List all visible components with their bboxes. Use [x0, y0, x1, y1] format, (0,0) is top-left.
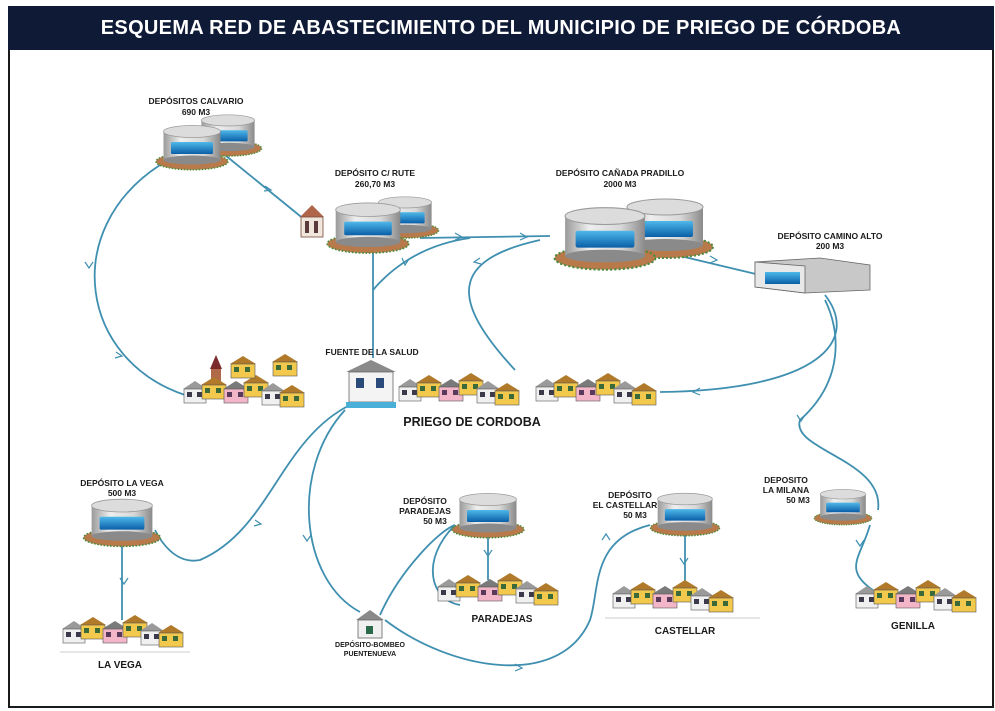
town-la-vega: LA VEGA	[60, 615, 190, 671]
town-la-vega-label: LA VEGA	[98, 660, 142, 671]
pipe-bombeo-castellar	[384, 524, 651, 667]
tank-milana-name2: LA MILANA	[763, 485, 809, 495]
tank-la-vega-capacity: 500 M3	[108, 488, 137, 498]
tank-castellar: DEPÓSITO EL CASTELLAR 50 M3	[593, 489, 721, 537]
town-genilla-label: GENILLA	[891, 621, 935, 632]
tank-milana-name1: DEPOSITO	[764, 475, 808, 485]
tank-rute-name: DEPÓSITO C/ RUTE	[335, 167, 415, 178]
tank-paradejas-capacity: 50 M3	[423, 516, 447, 526]
fuente-label: FUENTE DE LA SALUD	[325, 347, 418, 357]
flow-arrow	[601, 532, 611, 541]
town-castellar-label: CASTELLAR	[655, 626, 716, 637]
tank-paradejas: DEPÓSITO PARADEJAS 50 M3	[399, 492, 525, 539]
pipe-fuente-lavega	[154, 404, 351, 562]
tank-canada-name: DEPÓSITO CAÑADA PRADILLO	[556, 167, 685, 178]
flow-arrow	[709, 255, 719, 264]
flow-arrow	[454, 232, 464, 241]
tank-camino-alto-name: DEPÓSITO CAMINO ALTO	[778, 230, 883, 241]
tank-paradejas-name1: DEPÓSITO	[403, 495, 447, 506]
tank-camino-alto-capacity: 200 M3	[816, 241, 845, 251]
flow-arrow	[263, 185, 273, 192]
tank-calvario: DEPÓSITOS CALVARIO 690 M3	[149, 95, 263, 171]
tank-rute: DEPÓSITO C/ RUTE 260,70 M3	[300, 167, 440, 254]
flow-arrow	[679, 557, 689, 566]
flow-arrow	[401, 257, 410, 267]
flow-arrow	[483, 549, 493, 558]
title-banner: ESQUEMA RED DE ABASTECIMIENTO DEL MUNICI…	[8, 6, 994, 50]
pipe-milana-genilla	[855, 524, 881, 596]
fuente-building	[346, 360, 396, 408]
flow-arrow	[253, 519, 263, 527]
pipe-calvario-rute	[224, 154, 306, 221]
pipe-bombeo-paradejas-loop	[431, 524, 461, 606]
pipe-bombeo-paradejas	[379, 524, 456, 616]
tank-castellar-capacity: 50 M3	[623, 510, 647, 520]
bombeo-label-1: DEPÓSITO-BOMBEO	[335, 640, 405, 649]
town-paradejas: PARADEJAS	[437, 573, 559, 625]
pipe-fuente-bombeo	[308, 409, 361, 613]
bombeo-label-2: PUENTENUEVA	[344, 651, 396, 658]
flow-arrow	[119, 577, 129, 586]
pipe-camino-milana	[798, 299, 879, 511]
pipe-rute-canada	[419, 235, 551, 239]
flow-arrow	[114, 351, 124, 359]
town-genilla: GENILLA	[855, 580, 977, 632]
flow-arrow	[472, 257, 482, 265]
flow-arrow	[691, 387, 701, 396]
tank-calvario-capacity: 690 M3	[182, 107, 211, 117]
tank-canada-capacity: 2000 M3	[603, 179, 636, 189]
diagram-frame	[8, 6, 994, 708]
pipe-camino-priego-east	[659, 294, 838, 393]
tank-calvario-name: DEPÓSITOS CALVARIO	[149, 95, 244, 106]
town-paradejas-label: PARADEJAS	[472, 614, 533, 625]
pipe-calvario-priego	[93, 164, 186, 396]
diagram-title: ESQUEMA RED DE ABASTECIMIENTO DEL MUNICI…	[100, 16, 902, 39]
tank-la-vega-name: DEPÓSITO LA VEGA	[80, 477, 164, 488]
flow-arrow	[796, 414, 806, 423]
flow-arrow	[514, 663, 524, 672]
tank-rute-capacity: 260,70 M3	[355, 179, 395, 189]
flow-arrow	[519, 232, 529, 241]
building-rute	[300, 205, 324, 238]
tank-castellar-name2: EL CASTELLAR	[593, 500, 658, 510]
pipe-loop-canada-town	[468, 239, 541, 371]
church-icon	[210, 355, 222, 387]
flow-arrow	[302, 534, 312, 543]
tank-camino-alto: DEPÓSITO CAMINO ALTO 200 M3	[754, 230, 883, 294]
tank-milana-capacity: 50 M3	[786, 495, 810, 505]
pipe-network	[84, 154, 881, 672]
tank-canada-pradillo: DEPÓSITO CAÑADA PRADILLO 2000 M3	[553, 167, 714, 271]
town-priego: FUENTE DE LA SALUD PRIEGO DE CORDOBA	[183, 347, 657, 429]
tank-la-milana: DEPOSITO LA MILANA 50 M3	[763, 475, 873, 526]
town-castellar: CASTELLAR	[605, 580, 760, 637]
tank-la-vega: DEPÓSITO LA VEGA 500 M3	[80, 477, 164, 548]
flow-arrow	[84, 261, 94, 270]
town-priego-label: PRIEGO DE CORDOBA	[403, 415, 541, 429]
tank-castellar-name1: DEPÓSITO	[608, 489, 652, 500]
tank-paradejas-name2: PARADEJAS	[399, 506, 451, 516]
flow-arrow	[855, 539, 865, 548]
deposito-bombeo: DEPÓSITO-BOMBEO PUENTENUEVA	[335, 610, 405, 658]
